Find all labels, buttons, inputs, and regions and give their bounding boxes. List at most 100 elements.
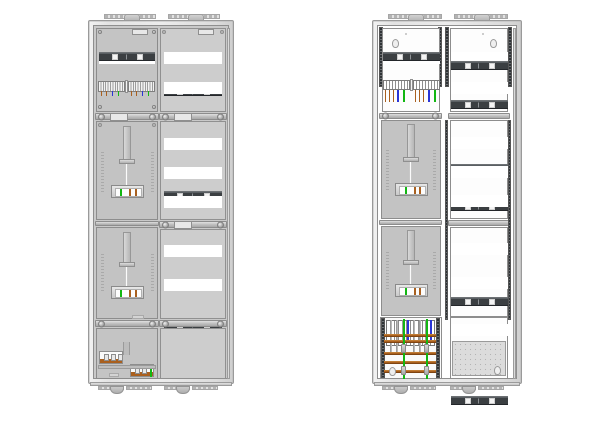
breaker-field-label [109,373,119,377]
meter-connection-wire [125,164,128,186]
busbar-horizontal [384,370,436,373]
din-rail-row[interactable] [451,396,508,405]
meter-connection-wire [409,265,412,285]
screw [220,30,224,34]
miniature-circuit-breaker-group-a[interactable] [99,351,123,364]
meter-phase-green [120,189,122,196]
cabinet-side-trim [513,28,516,379]
busbar-profile-left [381,318,385,378]
busbar-profile-right [436,318,440,378]
cabinet-side-trim [227,28,230,379]
terminal-block[interactable] [383,80,410,90]
din-rail-row[interactable] [451,297,508,306]
cross-rail [159,220,227,229]
din-row-shadow [164,82,222,94]
din-row-shadow [164,245,222,257]
screw [98,30,102,34]
mounting-profile-mid-b [445,27,449,87]
cabinet-foot [394,386,408,394]
meter-face [399,186,426,195]
meter-phase-green [405,187,407,194]
mounting-profile-mid-lower [445,120,448,320]
screw [98,123,102,127]
electricity-meter[interactable] [395,284,428,297]
screw [162,30,166,34]
electricity-meter[interactable] [111,185,144,198]
din-row-shadow [451,166,508,178]
cross-rail [95,221,159,226]
electricity-meter[interactable] [111,286,144,299]
meter-mast-cap [119,159,135,164]
busbar-clamp[interactable] [401,344,406,353]
din-row-shadow [164,196,222,208]
cross-rail [95,112,159,121]
left-upper-module-field[interactable] [96,28,158,112]
right-upper-module-field[interactable] [450,28,508,112]
busbar-clamp[interactable] [424,344,429,353]
busbar-horizontal [384,334,436,337]
breaker-mount-rail [98,365,156,369]
busbar-clamp[interactable] [401,366,406,375]
marker-dot [482,33,484,35]
busbar-pin-group [386,320,435,356]
din-row-shadow [451,137,508,149]
mounting-profile-right-lower [508,120,511,320]
din-row-shadow [164,167,222,179]
busbar-horizontal [384,340,436,343]
foot-pad [410,386,436,390]
mounting-perforation-right [433,252,436,290]
vent-slot [132,29,148,35]
electricity-meter[interactable] [395,183,428,196]
din-row-shadow [451,324,508,336]
cable-gland-icon [392,39,399,48]
right-lower-module-field[interactable] [160,229,226,319]
busbar-clamp[interactable] [424,366,429,375]
mounting-perforation-right [151,254,154,292]
busbar-horizontal [384,361,436,364]
meter-phase-brown-1 [414,288,416,295]
mounting-profile-right [508,27,512,87]
mounting-perforation-right [433,150,436,190]
din-rail-row[interactable] [99,52,155,61]
busbar-horizontal [384,352,436,355]
cross-rail [448,220,510,226]
meter-mast [407,124,415,158]
din-row-shadow [164,279,222,291]
din-row-shadow [164,52,222,64]
din-row-shadow [451,243,508,255]
foot-pad [478,386,504,390]
meter-phase-brown-1 [129,290,131,297]
terminal-block[interactable] [413,80,440,90]
cross-rail [448,113,510,119]
din-rail-row[interactable] [451,61,508,70]
meter-phase-brown-2 [135,189,137,196]
cross-rail [379,220,442,225]
meter-phase-brown-2 [419,187,421,194]
terminal-block[interactable] [98,81,125,92]
meter-mast [123,232,131,263]
cross-rail [379,112,442,120]
plinth-base [90,382,232,386]
right-cabinet-view[interactable] [372,14,522,405]
screw [152,105,156,109]
breaker-separator [123,342,130,355]
plinth-base [374,382,520,386]
left-upper-module-field[interactable] [382,28,440,112]
meter-face [115,289,142,298]
meter-phase-green [405,288,407,295]
right-blank-cover-field[interactable] [160,328,226,379]
cross-rail [95,320,159,327]
meter-phase-brown-2 [135,290,137,297]
left-cabinet-view[interactable] [88,14,234,400]
terminal-divider [125,80,128,93]
right-upper-module-field[interactable] [160,28,226,112]
cross-rail [159,320,227,327]
terminal-block[interactable] [128,81,155,92]
vent-slot [198,29,214,35]
din-rail-row[interactable] [451,100,508,109]
cable-gland-icon [494,366,501,375]
din-rail-row[interactable] [383,52,440,61]
terminal-divider [410,79,413,91]
cable-gland-icon [389,367,396,376]
mounting-perforation-left [386,150,389,190]
